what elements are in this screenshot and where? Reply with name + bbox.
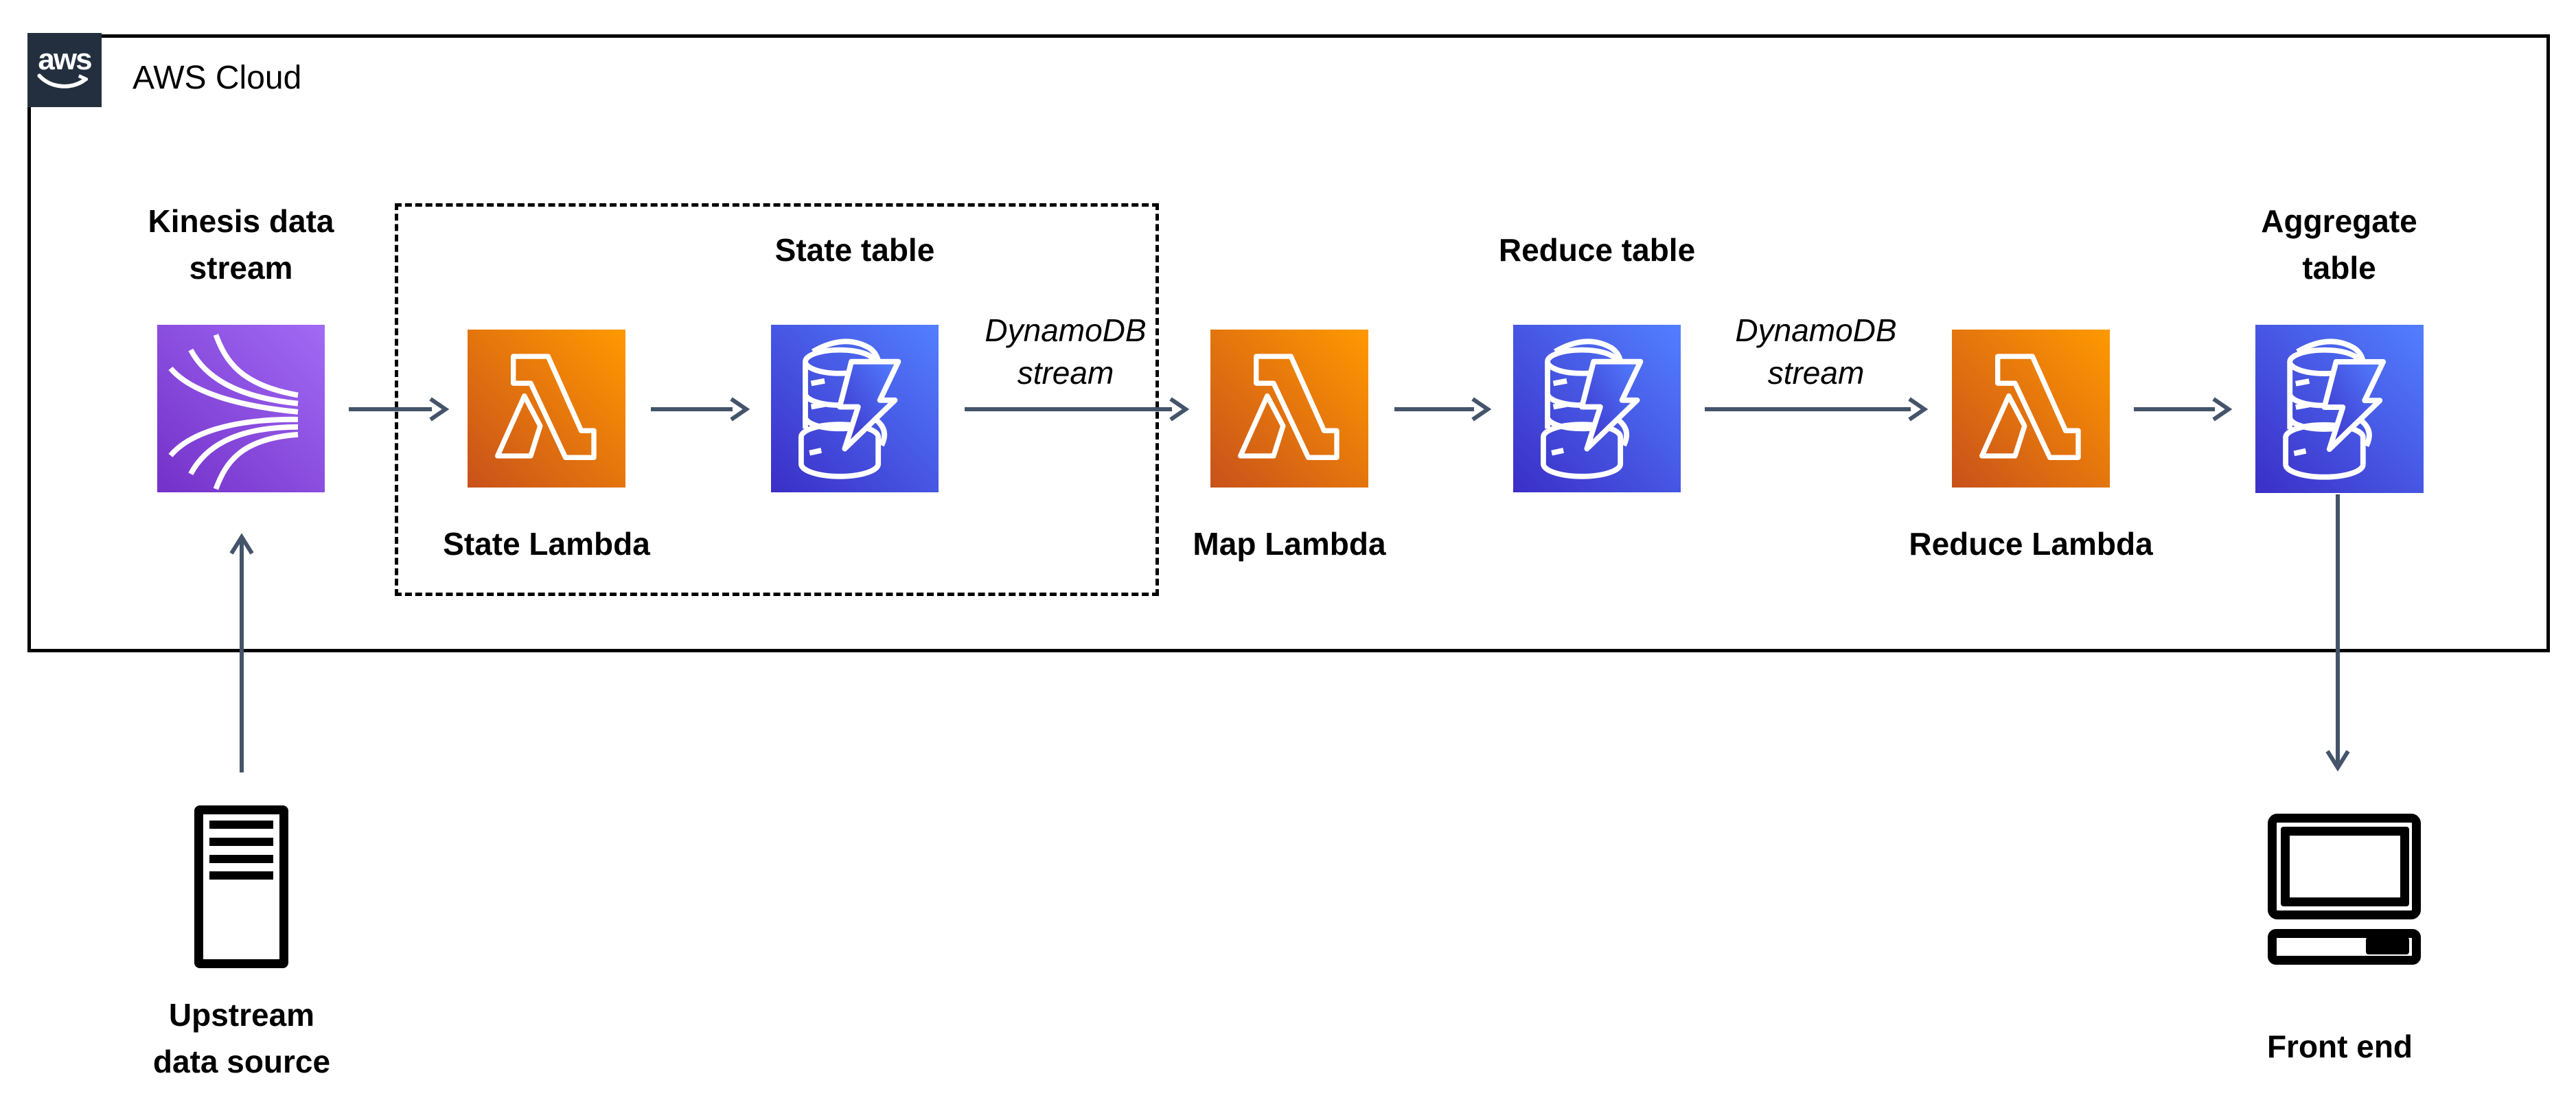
aws-smile-icon [37, 73, 89, 89]
state-table-label: State table [774, 232, 935, 268]
state-group-dashed-box [395, 203, 1159, 596]
kinesis-data-stream-icon [157, 325, 325, 492]
front-end-label: Front end [2266, 1029, 2413, 1064]
server-bar [209, 838, 273, 846]
front-end-monitor-icon [2268, 814, 2421, 919]
state-lambda-icon [468, 330, 625, 488]
state-lambda-label: State Lambda [443, 526, 650, 562]
server-bar [209, 871, 273, 880]
kinesis-label: Kinesis data stream [148, 203, 334, 286]
front-end-screen [2281, 827, 2409, 906]
aws-cloud-container [27, 34, 2550, 652]
server-bar [209, 821, 273, 829]
aws-cloud-label: AWS Cloud [133, 60, 302, 96]
server-bar [209, 855, 273, 863]
map-lambda-label: Map Lambda [1193, 526, 1386, 562]
dynamodb-stream-label-1: DynamoDB stream [985, 312, 1147, 391]
reduce-table-label: Reduce table [1498, 232, 1696, 268]
aggregate-table-label: Aggregate table [2261, 203, 2417, 286]
front-end-drive-slot [2366, 937, 2409, 954]
upstream-server-icon [194, 805, 288, 968]
reduce-lambda-label: Reduce Lambda [1909, 526, 2153, 562]
upstream-label: Upstream data source [152, 997, 331, 1079]
front-end-base [2268, 929, 2421, 965]
aws-logo-text: aws [38, 43, 92, 76]
aggregate-table-dynamodb-icon [2255, 325, 2424, 493]
dynamodb-stream-label-2: DynamoDB stream [1735, 312, 1897, 391]
aws-logo-icon: aws [27, 33, 102, 107]
